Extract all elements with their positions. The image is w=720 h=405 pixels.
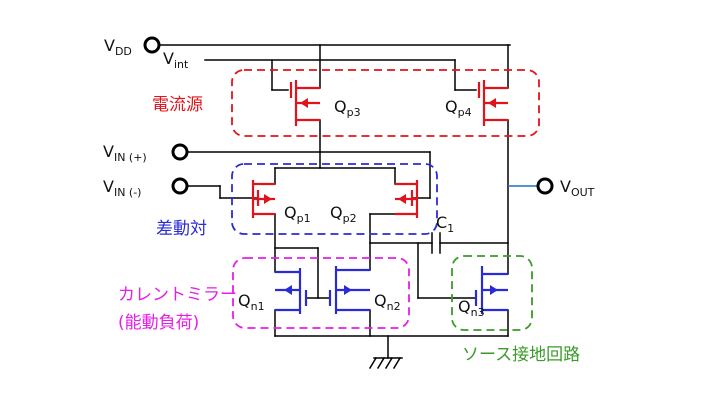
- qn2-label: Qn2: [374, 291, 401, 313]
- vint-label: Vint: [163, 49, 189, 71]
- vout-label: VOUT: [560, 177, 595, 199]
- transistor-qp4: [477, 80, 508, 126]
- current-source-caption: 電流源: [152, 95, 203, 115]
- common-source-caption: ソース接地回路: [462, 345, 580, 365]
- vdd-label: VDD: [104, 36, 132, 58]
- transistor-qp1: [251, 180, 275, 218]
- differential-pair-caption: 差動対: [156, 219, 207, 239]
- group-box-differential-pair: [231, 163, 438, 235]
- qp4-label: Qp4: [445, 97, 472, 119]
- qn1-label: Qn1: [238, 291, 265, 313]
- c1-label: C1: [436, 213, 454, 235]
- active-load-caption: (能動負荷): [118, 313, 199, 333]
- qp3-label: Qp3: [334, 97, 361, 119]
- qn3-label: Qn3: [458, 297, 485, 319]
- group-box-common-source: [451, 255, 533, 331]
- vin-minus-label: VIN (-): [103, 177, 141, 199]
- qp2-label: Qp2: [330, 203, 357, 225]
- wires: [159, 44, 538, 370]
- vout-terminal: [536, 177, 554, 195]
- transistor-qn3: [474, 266, 508, 314]
- group-box-current-mirror: [232, 257, 410, 329]
- transistor-qp3: [289, 80, 320, 126]
- current-mirror-caption: カレントミラー: [118, 285, 237, 305]
- vin-plus-terminal: [171, 143, 189, 161]
- capacitor-c1: [431, 232, 441, 254]
- vin-minus-terminal: [171, 177, 189, 195]
- qp1-label: Qp1: [284, 203, 311, 225]
- vdd-terminal: [143, 36, 161, 54]
- vin-plus-label: VIN (+): [103, 142, 147, 164]
- transistor-qn2: [328, 266, 370, 314]
- transistor-qp2: [395, 180, 419, 218]
- transistor-qn1: [275, 268, 308, 314]
